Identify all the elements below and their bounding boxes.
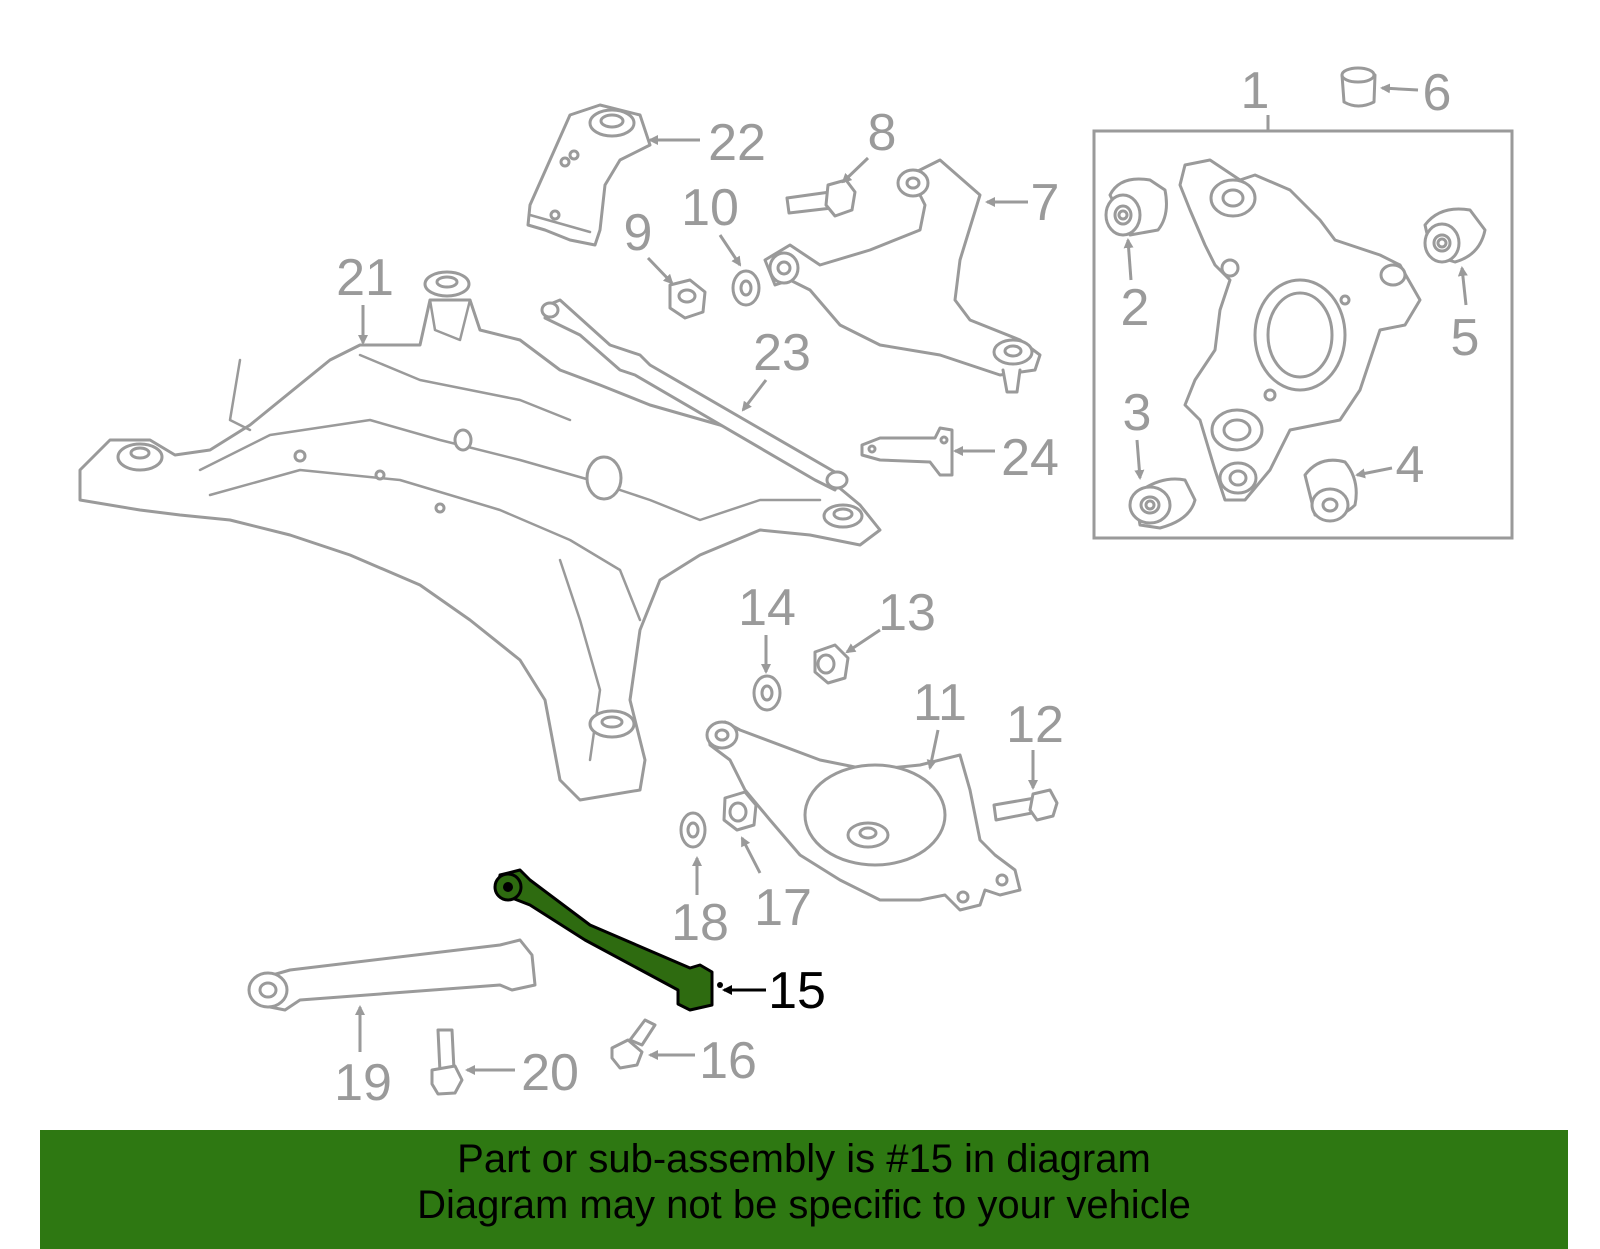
nut-part-13[interactable] bbox=[813, 643, 850, 685]
callout-17: 17 bbox=[754, 879, 812, 937]
knuckle-assembly-part-1[interactable] bbox=[1092, 129, 1514, 540]
callout-9: 9 bbox=[624, 204, 653, 262]
washer-part-18[interactable] bbox=[679, 811, 707, 849]
callout-12: 12 bbox=[1006, 696, 1064, 754]
callout-7: 7 bbox=[1031, 174, 1060, 232]
callout-23: 23 bbox=[753, 324, 811, 382]
bushing-part-5[interactable] bbox=[1423, 207, 1487, 264]
bracket-part-22[interactable] bbox=[526, 103, 652, 247]
caption-line-2: Diagram may not be specific to your vehi… bbox=[417, 1183, 1191, 1227]
bushing-part-4[interactable] bbox=[1303, 458, 1358, 523]
small-bracket-part-24[interactable] bbox=[860, 426, 954, 477]
washer-part-14[interactable] bbox=[752, 674, 782, 712]
callout-11: 11 bbox=[913, 674, 967, 732]
callouts: 1 2 3 4 5 6 7 8 9 10 11 12 13 bbox=[334, 62, 1479, 1112]
bolt-part-12[interactable] bbox=[992, 788, 1059, 822]
caption-line-1: Part or sub-assembly is #15 in diagram bbox=[457, 1137, 1151, 1181]
callout-10: 10 bbox=[681, 179, 739, 237]
callout-6: 6 bbox=[1423, 64, 1452, 122]
lower-arm-part-11[interactable] bbox=[705, 720, 1022, 912]
callout-16: 16 bbox=[699, 1032, 757, 1090]
bushing-part-6[interactable] bbox=[1340, 66, 1377, 108]
callout-15: 15 bbox=[768, 962, 826, 1020]
highlighted-link-part-15[interactable] bbox=[493, 868, 723, 1012]
bolt-part-20[interactable] bbox=[430, 1028, 464, 1096]
washer-part-10[interactable] bbox=[731, 269, 761, 307]
callout-4: 4 bbox=[1396, 436, 1425, 494]
caption-bar: Part or sub-assembly is #15 in diagram D… bbox=[40, 1130, 1568, 1249]
callout-8: 8 bbox=[868, 104, 897, 162]
upper-arm-part-7[interactable] bbox=[763, 158, 1042, 394]
callout-5: 5 bbox=[1451, 309, 1480, 367]
callout-3: 3 bbox=[1123, 384, 1152, 442]
bushing-part-3[interactable] bbox=[1128, 477, 1197, 530]
callout-2: 2 bbox=[1121, 279, 1150, 337]
callout-22: 22 bbox=[708, 114, 766, 172]
lower-link-part-19[interactable] bbox=[247, 938, 537, 1012]
callout-21: 21 bbox=[336, 249, 394, 307]
subframe-part-21[interactable] bbox=[78, 270, 882, 802]
callout-20: 20 bbox=[521, 1044, 579, 1102]
bolt-part-8[interactable] bbox=[785, 178, 857, 218]
nut-part-9[interactable] bbox=[668, 278, 707, 320]
lateral-rod-part-23[interactable] bbox=[540, 298, 849, 492]
bushing-part-2[interactable] bbox=[1104, 177, 1168, 237]
callout-18: 18 bbox=[671, 894, 729, 952]
nut-part-17[interactable] bbox=[722, 790, 758, 832]
bolt-part-16[interactable] bbox=[610, 1018, 657, 1070]
callout-13: 13 bbox=[878, 584, 936, 642]
callout-24: 24 bbox=[1001, 429, 1059, 487]
callout-1: 1 bbox=[1241, 62, 1270, 120]
callout-19: 19 bbox=[334, 1054, 392, 1112]
callout-14: 14 bbox=[738, 579, 796, 637]
